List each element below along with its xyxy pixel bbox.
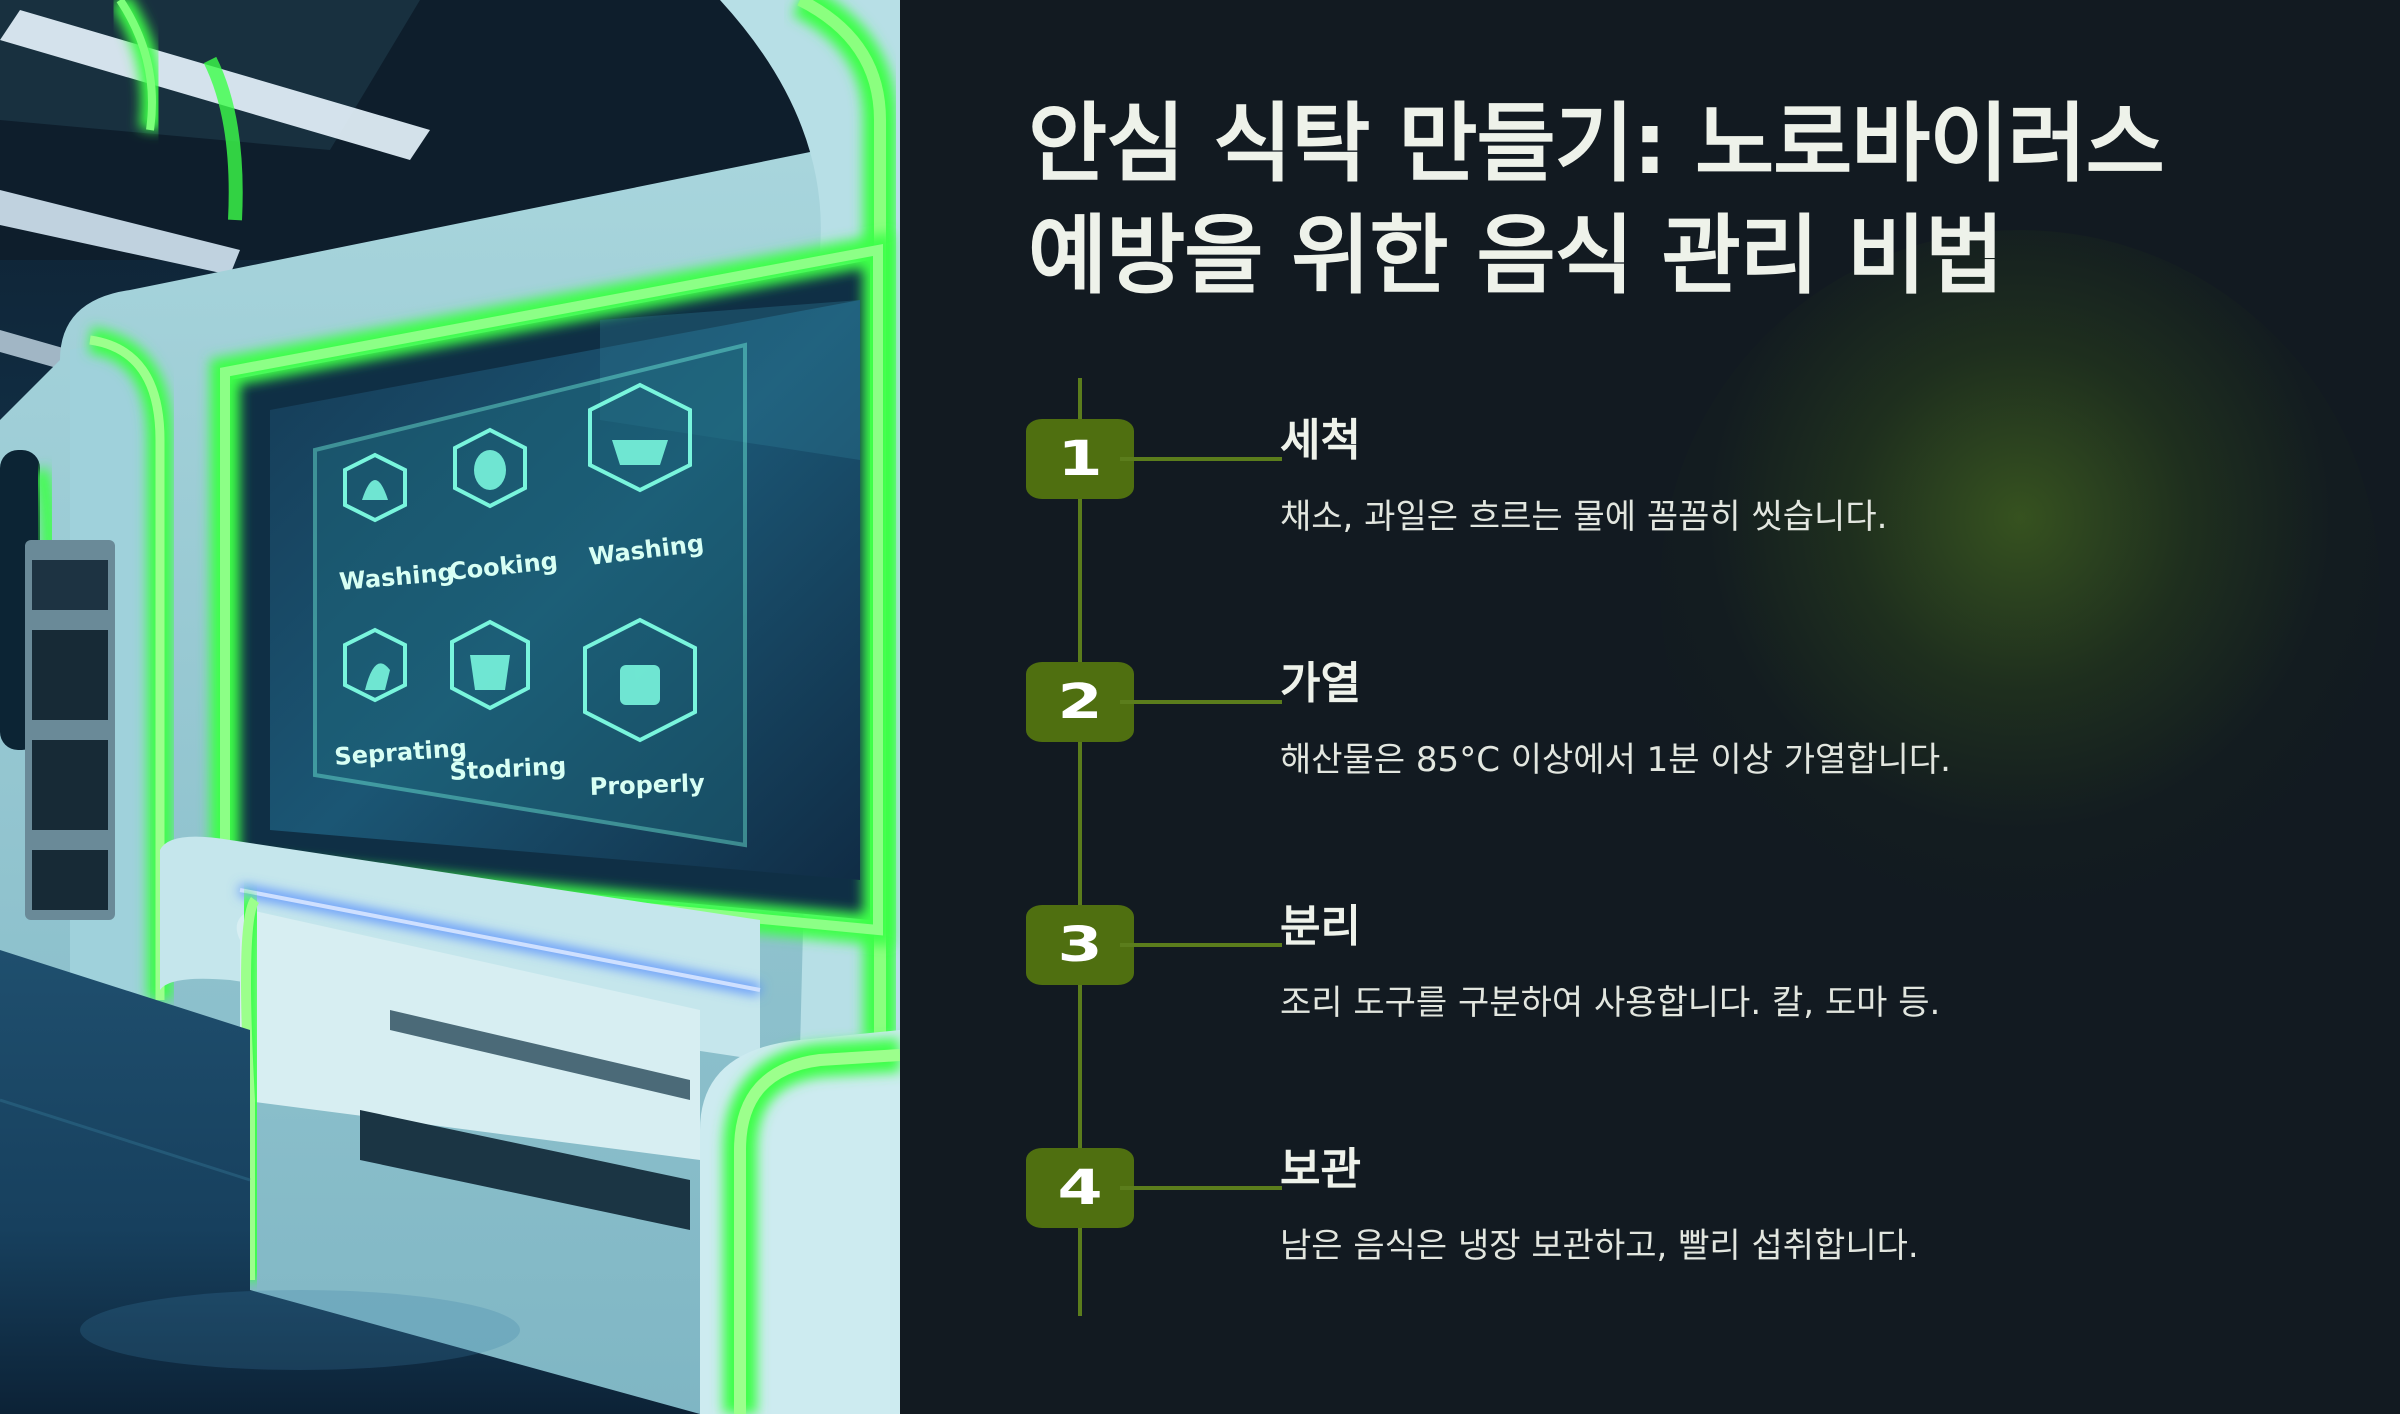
step-title: 세척 [1280,415,1361,466]
step-description: 해산물은 85°C 이상에서 1분 이상 가열합니다. [1280,740,1951,780]
page-title-line-1: 안심 식탁 만들기: 노로바이러스 [1028,94,2165,194]
step-connector [1120,1186,1282,1190]
panel-label-5: Stodring [449,752,567,786]
step-title: 보관 [1280,1144,1361,1195]
step-number-badge: 2 [1026,662,1134,742]
step-connector [1120,700,1282,704]
step-description: 채소, 과일은 흐르는 물에 꼼꼼히 씻습니다. [1280,497,1888,537]
timeline-line [1078,378,1082,1316]
produce-icon [343,452,407,523]
step-connector [1120,943,1282,947]
basin-icon [588,382,692,493]
hand-icon [343,627,407,703]
step-description: 남은 음식은 냉장 보관하고, 빨리 섭취합니다. [1280,1226,1919,1266]
step-wash: 1 세척 채소, 과일은 흐르는 물에 꼼꼼히 씻습니다. [1026,415,2340,619]
page-title-line-2: 예방을 위한 음식 관리 비법 [1028,206,2004,306]
step-number-badge: 1 [1026,419,1134,499]
onion-icon [453,427,527,509]
basket-icon [450,619,530,711]
step-title: 가열 [1280,658,1361,709]
step-title: 분리 [1280,901,1361,952]
step-description: 조리 도구를 구분하여 사용합니다. 칼, 도마 등. [1280,983,1941,1023]
step-number-badge: 4 [1026,1148,1134,1228]
step-separate: 3 분리 조리 도구를 구분하여 사용합니다. 칼, 도마 등. [1026,901,2340,1105]
step-store: 4 보관 남은 음식은 냉장 보관하고, 빨리 섭취합니다. [1026,1144,2340,1348]
step-heat: 2 가열 해산물은 85°C 이상에서 1분 이상 가열합니다. [1026,658,2340,862]
container-icon [583,617,697,743]
step-connector [1120,457,1282,461]
page-title: 안심 식탁 만들기: 노로바이러스 예방을 위한 음식 관리 비법 [1028,88,2328,312]
kitchen-illustration: Washing Cooking Washing Seprating Stodri… [0,0,900,1414]
step-number-badge: 3 [1026,905,1134,985]
panel-label-6: Properly [589,769,705,801]
